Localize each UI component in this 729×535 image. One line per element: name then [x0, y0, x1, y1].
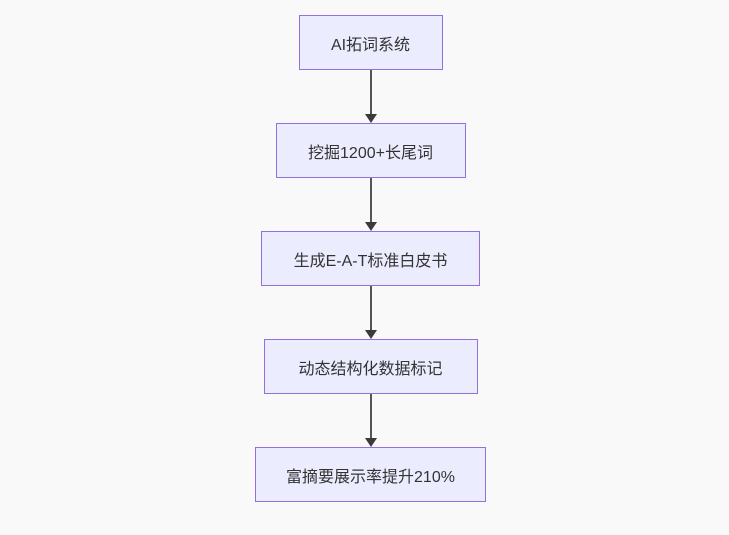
node-label: AI拓词系统 — [330, 36, 411, 54]
arrow-down-2 — [364, 178, 378, 231]
flow-node-mine-longtail-keywords: 挖掘1200+长尾词 — [275, 123, 466, 178]
arrow-down-3 — [364, 286, 378, 339]
arrowhead-down-icon — [364, 330, 377, 339]
arrowhead-down-icon — [364, 438, 377, 447]
arrow-down-1 — [364, 70, 378, 123]
arrowhead-down-icon — [364, 222, 377, 231]
arrow-line — [369, 178, 372, 225]
node-label: 动态结构化数据标记 — [298, 360, 443, 378]
flow-node-dynamic-structured-data-markup: 动态结构化数据标记 — [263, 339, 478, 394]
arrow-line — [369, 70, 372, 117]
arrow-line — [369, 286, 372, 333]
flow-node-ai-word-expansion-system: AI拓词系统 — [298, 15, 443, 70]
node-label: 富摘要展示率提升210% — [286, 468, 455, 486]
node-label: 生成E-A-T标准白皮书 — [293, 252, 448, 270]
node-label: 挖掘1200+长尾词 — [308, 144, 433, 162]
arrow-down-4 — [364, 394, 378, 447]
flow-node-generate-eat-whitepaper: 生成E-A-T标准白皮书 — [261, 231, 480, 286]
flow-column: AI拓词系统 挖掘1200+长尾词 生成E-A-T标准白皮书 动态结构化数据标记 — [6, 15, 729, 502]
arrow-line — [369, 394, 372, 441]
flow-node-rich-snippet-rate-increase: 富摘要展示率提升210% — [255, 447, 486, 502]
arrowhead-down-icon — [364, 114, 377, 123]
